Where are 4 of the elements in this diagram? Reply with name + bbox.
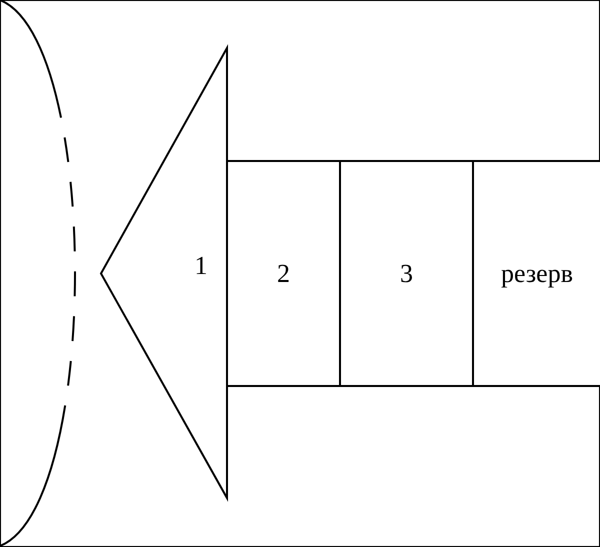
segment-label: резерв [501,258,573,288]
segment-label: 3 [400,258,413,288]
segment-label: 1 [194,251,208,281]
segment-label: 2 [277,258,290,288]
